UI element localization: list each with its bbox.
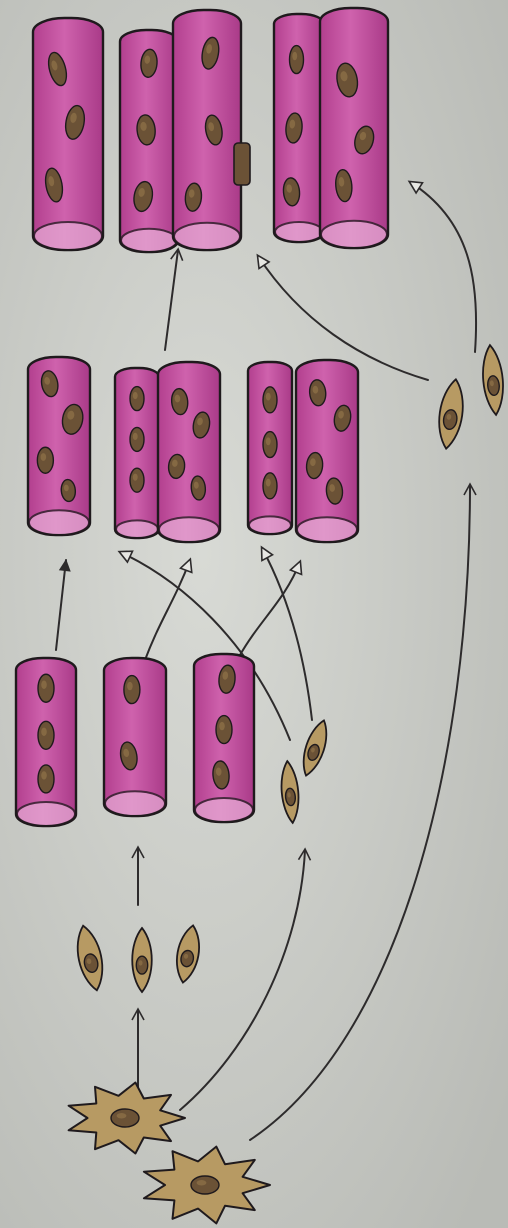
- myotube-2c-end-cap: [159, 517, 219, 542]
- nucleus-highlight: [219, 722, 225, 730]
- nucleus: [263, 387, 277, 413]
- nucleus: [290, 46, 304, 74]
- nucleus: [263, 432, 277, 458]
- myotube-2d-end-cap: [249, 516, 291, 534]
- myotube-3c: [194, 654, 254, 822]
- nucleus-highlight: [266, 479, 271, 487]
- nucleus: [130, 387, 144, 411]
- myotube-2a: [28, 357, 90, 535]
- nucleus: [37, 447, 53, 473]
- nucleus-highlight: [41, 771, 47, 779]
- nucleus: [191, 1176, 219, 1194]
- myofiber-2-end-cap: [121, 229, 177, 252]
- nucleus-highlight: [292, 52, 297, 60]
- myotube-3c-end-cap: [195, 798, 253, 822]
- myotube-3b: [104, 658, 166, 816]
- myotube-2b: [115, 368, 159, 538]
- myotube-2a-body: [28, 357, 90, 535]
- myotube-2e-end-cap: [297, 517, 357, 542]
- myotube-2b-end-cap: [116, 520, 158, 538]
- myotube-2d: [248, 362, 292, 534]
- nucleus-highlight: [117, 1113, 127, 1118]
- nucleus: [38, 765, 54, 793]
- myotube-2a-end-cap: [29, 510, 89, 535]
- myofiber-5-body: [320, 8, 388, 248]
- nucleus: [130, 468, 144, 492]
- nucleus-highlight: [133, 392, 138, 399]
- nucleus-highlight: [41, 681, 47, 689]
- nucleus: [124, 676, 140, 704]
- myofiber-3-end-cap: [174, 223, 240, 250]
- myofiber-4: [274, 14, 324, 242]
- nucleus-highlight: [197, 1180, 207, 1185]
- nucleus: [111, 1109, 139, 1127]
- nucleus: [216, 716, 232, 744]
- satellite-attached: [234, 143, 250, 185]
- myofiber-4-end-cap: [275, 222, 323, 242]
- nucleus-highlight: [41, 728, 47, 736]
- myotube-2e: [296, 360, 358, 542]
- myofiber-3: [173, 10, 241, 250]
- nucleus: [130, 427, 144, 451]
- nucleus-highlight: [41, 453, 47, 461]
- nucleus-highlight: [133, 474, 138, 481]
- myotube-3a-end-cap: [17, 802, 75, 826]
- nucleus-highlight: [139, 960, 143, 965]
- nucleus-highlight: [127, 682, 133, 690]
- myotube-2c: [158, 362, 220, 542]
- myotube-3b-end-cap: [105, 791, 165, 816]
- myotube-3a: [16, 658, 76, 826]
- myofiber-1: [33, 18, 103, 250]
- nucleus: [136, 956, 147, 974]
- nucleus-highlight: [266, 393, 271, 401]
- nucleus: [38, 721, 54, 749]
- myotube-2e-body: [296, 360, 358, 542]
- myofiber-5-end-cap: [321, 221, 387, 248]
- nucleus-highlight: [133, 433, 138, 440]
- myofiber-2: [120, 30, 178, 252]
- nucleus: [38, 674, 54, 702]
- nucleus: [263, 473, 277, 499]
- myofiber-5: [320, 8, 388, 248]
- myotube-2c-body: [158, 362, 220, 542]
- nucleus-highlight: [266, 437, 271, 445]
- myofiber-1-end-cap: [34, 222, 102, 250]
